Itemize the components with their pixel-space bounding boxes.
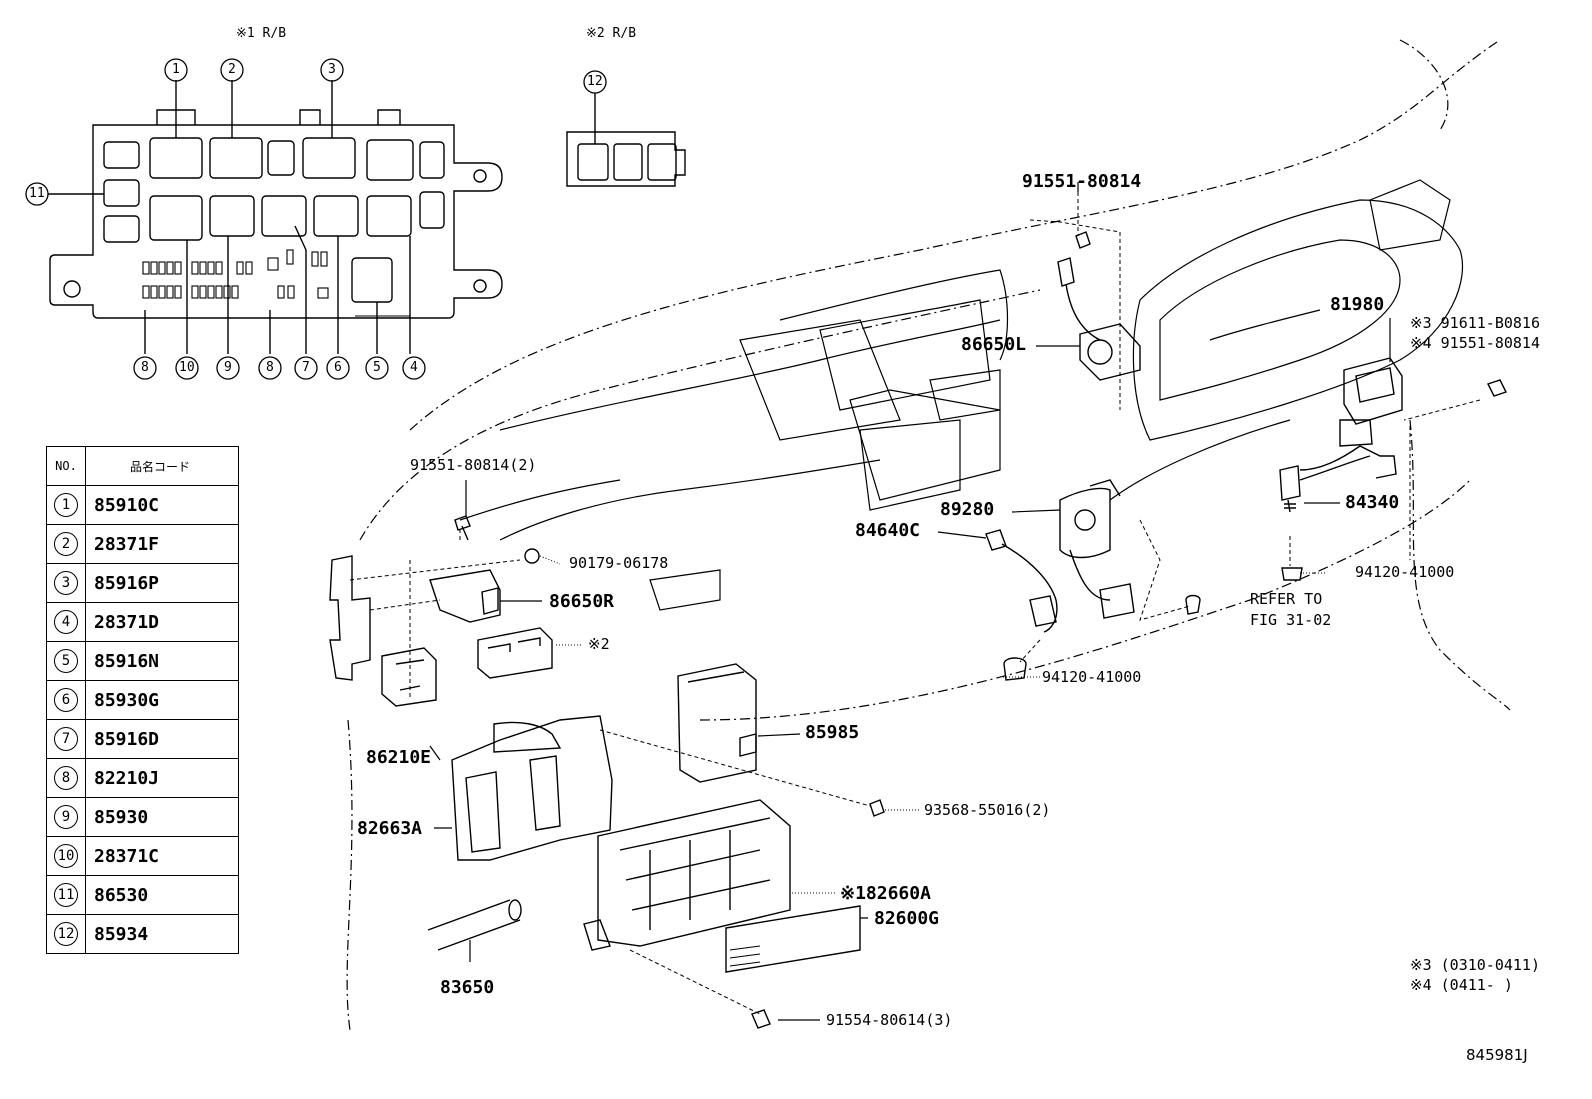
table-row: 1 85910C <box>46 485 239 525</box>
dashboard-outline <box>346 39 1511 1031</box>
part-code: 28371F <box>85 524 239 564</box>
label-81980: 81980 <box>1330 294 1385 315</box>
table-row: 10 28371C <box>46 836 239 876</box>
row-number: 8 <box>54 766 78 790</box>
part-code: 85934 <box>85 914 239 954</box>
label-note3-part: ※3 91611-B0816 <box>1410 314 1540 332</box>
table-row: 6 85930G <box>46 680 239 720</box>
table-row: 9 85930 <box>46 797 239 837</box>
callout-8b: 8 <box>266 360 274 375</box>
label-82663A: 82663A <box>357 818 423 839</box>
label-93568-55016: 93568-55016(2) <box>924 801 1051 819</box>
table-header-row: NO. 品名コード <box>46 446 239 486</box>
row-number: 6 <box>54 688 78 712</box>
row-number: 3 <box>54 571 78 595</box>
callout-2: 2 <box>228 62 236 77</box>
label-86650R: 86650R <box>549 591 615 612</box>
table-row: 4 28371D <box>46 602 239 642</box>
label-84340: 84340 <box>1345 492 1400 513</box>
part-code: 85930G <box>85 680 239 720</box>
label-91551-80814-2: 91551-80814(2) <box>410 456 537 474</box>
components <box>329 182 1507 1029</box>
part-code: 28371C <box>85 836 239 876</box>
label-note4-dates: ※4 (0411- ) <box>1410 976 1513 994</box>
part-code: 85916P <box>85 563 239 603</box>
relay-block-2-heading: ※2 R/B <box>586 26 637 41</box>
label-82600G: 82600G <box>874 908 940 929</box>
callout-10: 10 <box>179 360 195 375</box>
part-code: 28371D <box>85 602 239 642</box>
callout-circles <box>25 58 607 380</box>
callout-8a: 8 <box>141 360 149 375</box>
table-row: 3 85916P <box>46 563 239 603</box>
table-row: 7 85916D <box>46 719 239 759</box>
callout-4: 4 <box>410 360 418 375</box>
figure-id: 845981J <box>1466 1046 1528 1064</box>
part-code: 85916N <box>85 641 239 681</box>
label-note3-dates: ※3 (0310-0411) <box>1410 956 1540 974</box>
row-number: 10 <box>54 844 78 868</box>
label-86210E: 86210E <box>366 747 432 768</box>
label-82660A: ※182660A <box>840 883 931 904</box>
label-91554-80614: 91554-80614(3) <box>826 1011 953 1029</box>
row-number: 4 <box>54 610 78 634</box>
col-code-header: 品名コード <box>85 446 239 486</box>
callout-5: 5 <box>373 360 381 375</box>
label-84640C: 84640C <box>855 520 921 541</box>
callout-7: 7 <box>302 360 310 375</box>
row-number: 2 <box>54 532 78 556</box>
relay-block-1-heading: ※1 R/B <box>236 26 287 41</box>
label-91551-80814-top: 91551-80814 <box>1022 171 1142 192</box>
label-94120-41000-center: 94120-41000 <box>1042 668 1142 686</box>
part-code: 82210J <box>85 758 239 798</box>
row-number: 1 <box>54 493 78 517</box>
label-90179-06178: 90179-06178 <box>569 554 669 572</box>
part-code: 85930 <box>85 797 239 837</box>
label-note2: ※2 <box>588 635 610 653</box>
callout-11: 11 <box>29 186 45 201</box>
row-number: 7 <box>54 727 78 751</box>
relay-block-1-drawing <box>48 80 503 354</box>
callout-6: 6 <box>334 360 342 375</box>
col-no-header: NO. <box>46 446 86 486</box>
label-89280: 89280 <box>940 499 995 520</box>
part-code: 86530 <box>85 875 239 915</box>
table-row: 11 86530 <box>46 875 239 915</box>
label-fig-31-02: FIG 31-02 <box>1250 611 1332 629</box>
table-row: 8 82210J <box>46 758 239 798</box>
row-number: 9 <box>54 805 78 829</box>
callout-12: 12 <box>587 74 603 89</box>
label-83650: 83650 <box>440 977 495 998</box>
table-row: 12 85934 <box>46 914 239 954</box>
label-refer-to: REFER TO <box>1250 590 1323 608</box>
label-94120-41000-right: 94120-41000 <box>1355 563 1455 581</box>
part-code: 85910C <box>85 485 239 525</box>
dashboard-detail <box>459 179 1464 611</box>
table-row: 2 28371F <box>46 524 239 564</box>
table-row: 5 85916N <box>46 641 239 681</box>
part-code: 85916D <box>85 719 239 759</box>
label-86650L: 86650L <box>961 334 1027 355</box>
row-number: 5 <box>54 649 78 673</box>
callout-3: 3 <box>328 62 336 77</box>
callout-9: 9 <box>224 360 232 375</box>
label-note4-part: ※4 91551-80814 <box>1410 334 1540 352</box>
relay-block-2-drawing <box>566 93 686 187</box>
row-number: 11 <box>54 883 78 907</box>
row-number: 12 <box>54 922 78 946</box>
callout-1: 1 <box>172 62 180 77</box>
label-85985: 85985 <box>805 722 860 743</box>
